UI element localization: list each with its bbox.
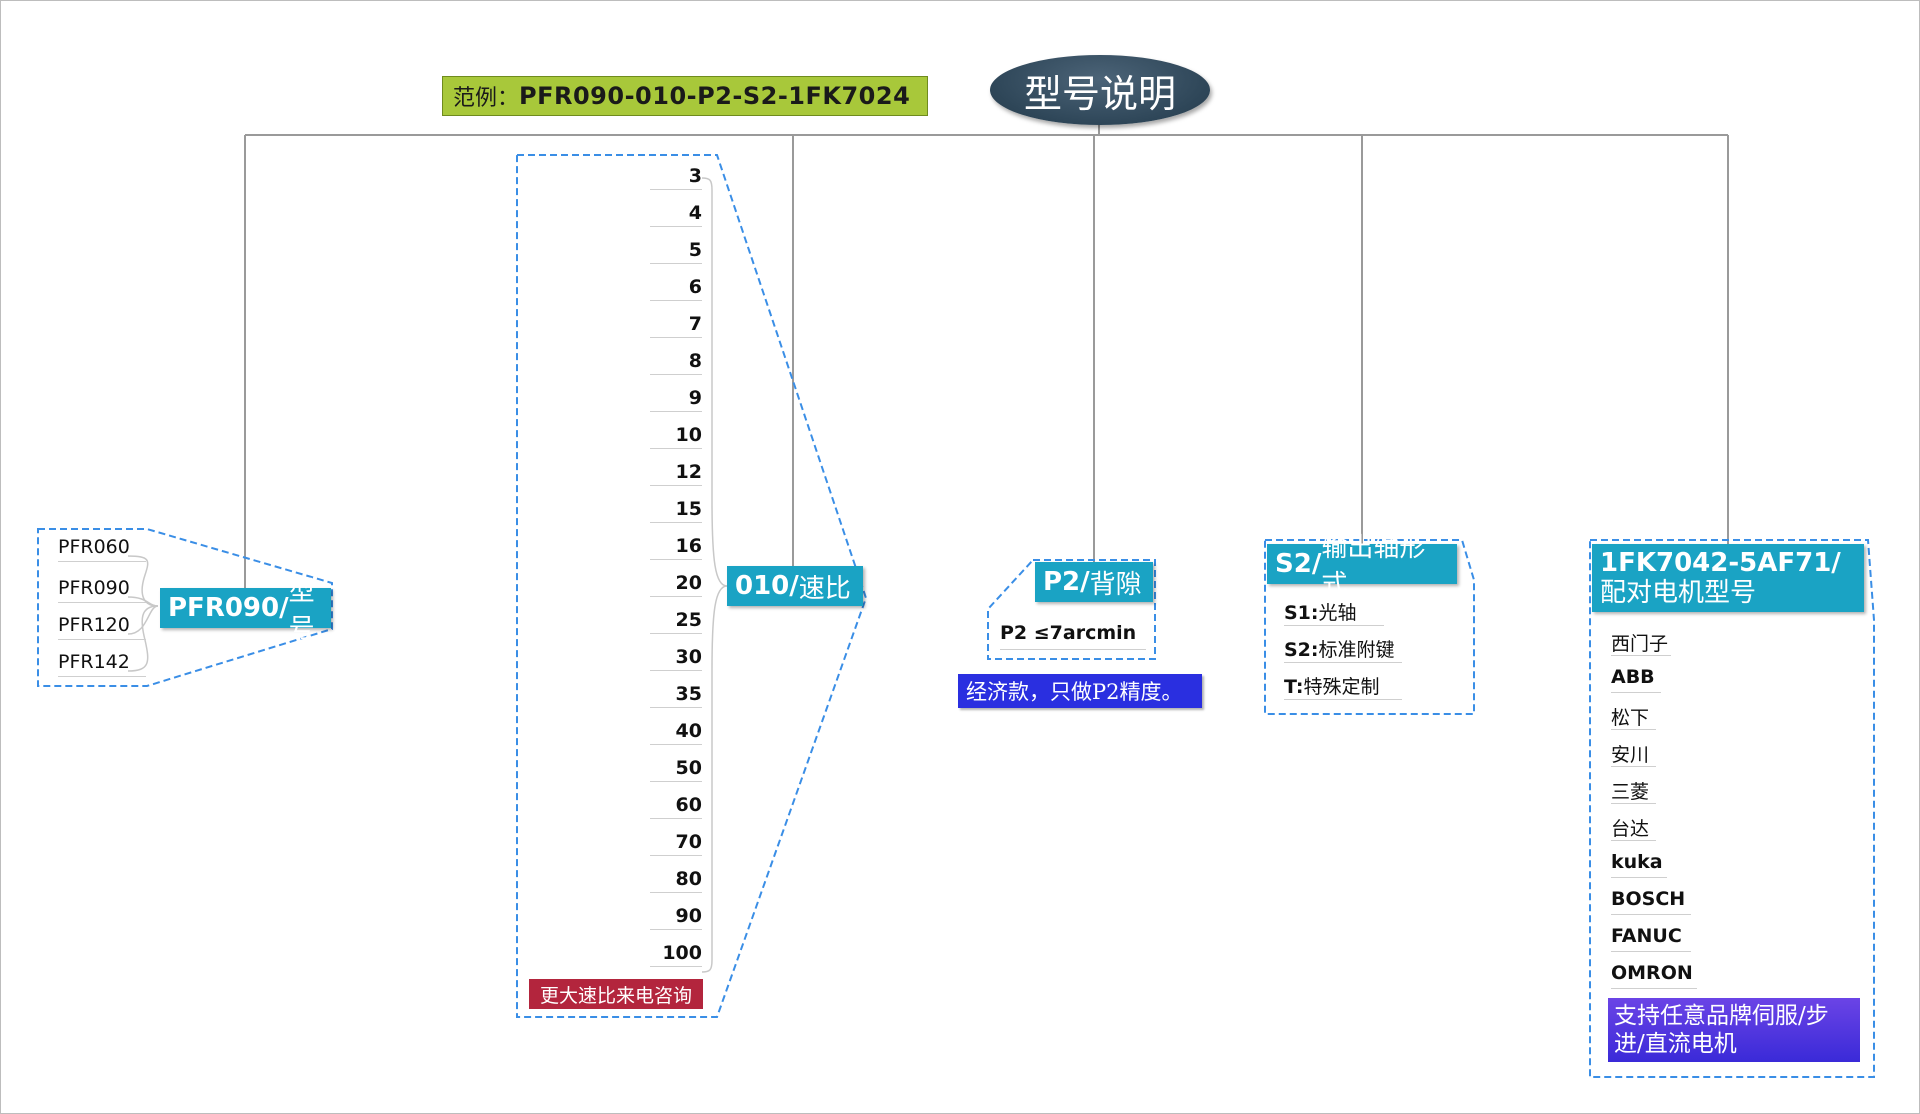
backlash-code: P2/	[1043, 567, 1090, 597]
motor-brand: 西门子	[1611, 629, 1671, 656]
ratio-code: 010/	[735, 571, 799, 601]
backlash-note: 经济款，只做P2精度。	[958, 674, 1202, 708]
backlash-label: 背隙	[1089, 569, 1142, 600]
ratio-value: 90	[650, 905, 702, 930]
model-code: PFR090/	[168, 593, 289, 623]
ratio-value: 10	[650, 424, 702, 449]
ratio-value: 30	[650, 646, 702, 671]
example-box: 范例： PFR090-010-P2-S2-1FK7024	[442, 76, 928, 116]
ratio-value: 15	[650, 498, 702, 523]
root-title: 型号说明	[1023, 71, 1176, 116]
topic-ratio[interactable]: 010/速比	[727, 566, 863, 606]
list-item: PFR060	[58, 536, 146, 562]
example-prefix: 范例：	[453, 86, 520, 111]
motor-brand: 三菱	[1611, 777, 1656, 804]
ratio-value: 9	[650, 387, 702, 412]
root-node[interactable]: 型号说明	[990, 55, 1210, 125]
shaft-item-text: 光轴	[1318, 602, 1357, 624]
topic-shaft[interactable]: S2/输出轴形式	[1267, 533, 1457, 600]
ratio-value: 60	[650, 794, 702, 819]
shaft-item: T:特殊定制	[1284, 672, 1402, 700]
list-item: PFR090	[58, 577, 146, 603]
shaft-item-text: 标准附键	[1318, 639, 1395, 661]
motor-note: 支持任意品牌伺服/步进/直流电机	[1608, 998, 1860, 1062]
ratio-value: 25	[650, 609, 702, 634]
shaft-item: S2:标准附键	[1284, 635, 1402, 663]
shaft-label: 输出轴形式	[1321, 533, 1426, 600]
shaft-item-text: 特殊定制	[1303, 676, 1380, 698]
motor-brand: 松下	[1611, 703, 1656, 730]
ratio-value: 6	[650, 276, 702, 301]
ratio-label: 速比	[798, 573, 851, 604]
ratio-value: 100	[650, 942, 702, 967]
ratio-value: 20	[650, 572, 702, 597]
ratio-value: 80	[650, 868, 702, 893]
ratio-value: 8	[650, 350, 702, 375]
motor-brand: kuka	[1611, 851, 1667, 878]
backlash-item: P2 ≤7arcmin	[1000, 622, 1146, 650]
model-label: 型号	[288, 577, 315, 644]
motor-brand: 安川	[1611, 740, 1656, 767]
model-boundary	[37, 528, 333, 687]
ratio-value: 50	[650, 757, 702, 782]
ratio-value: 70	[650, 831, 702, 856]
list-item: PFR142	[58, 651, 146, 677]
list-item: PFR120	[58, 614, 146, 640]
topic-motor[interactable]: 1FK7042-5AF71/ 配对电机型号	[1592, 544, 1864, 612]
motor-label: 配对电机型号	[1600, 578, 1757, 608]
ratio-value: 40	[650, 720, 702, 745]
shaft-item-code: T:	[1284, 676, 1304, 698]
ratio-value: 5	[650, 239, 702, 264]
motor-brand: 台达	[1611, 814, 1656, 841]
ratio-value: 16	[650, 535, 702, 560]
topic-backlash[interactable]: P2/背隙	[1035, 562, 1153, 602]
motor-brand: OMRON	[1611, 962, 1697, 989]
ratio-boundary	[516, 154, 868, 1018]
ratio-value: 12	[650, 461, 702, 486]
backlash-boundary	[987, 559, 1156, 660]
shaft-item-code: S2:	[1284, 639, 1319, 661]
ratio-note: 更大速比来电咨询	[529, 979, 703, 1009]
shaft-boundary	[1264, 539, 1475, 715]
ratio-value: 7	[650, 313, 702, 338]
shaft-item: S1:光轴	[1284, 598, 1384, 626]
motor-code: 1FK7042-5AF71/	[1600, 548, 1841, 578]
motor-boundary	[1589, 539, 1875, 1078]
shaft-item-code: S1:	[1284, 602, 1319, 624]
ratio-value: 4	[650, 202, 702, 227]
example-code: PFR090-010-P2-S2-1FK7024	[519, 82, 911, 110]
ratio-value: 3	[650, 165, 702, 190]
ratio-value: 35	[650, 683, 702, 708]
topic-model[interactable]: PFR090/型号	[160, 577, 331, 644]
motor-brand: BOSCH	[1611, 888, 1691, 915]
motor-brand: FANUC	[1611, 925, 1691, 952]
motor-brand: ABB	[1611, 666, 1661, 693]
shaft-code: S2/	[1275, 549, 1322, 579]
